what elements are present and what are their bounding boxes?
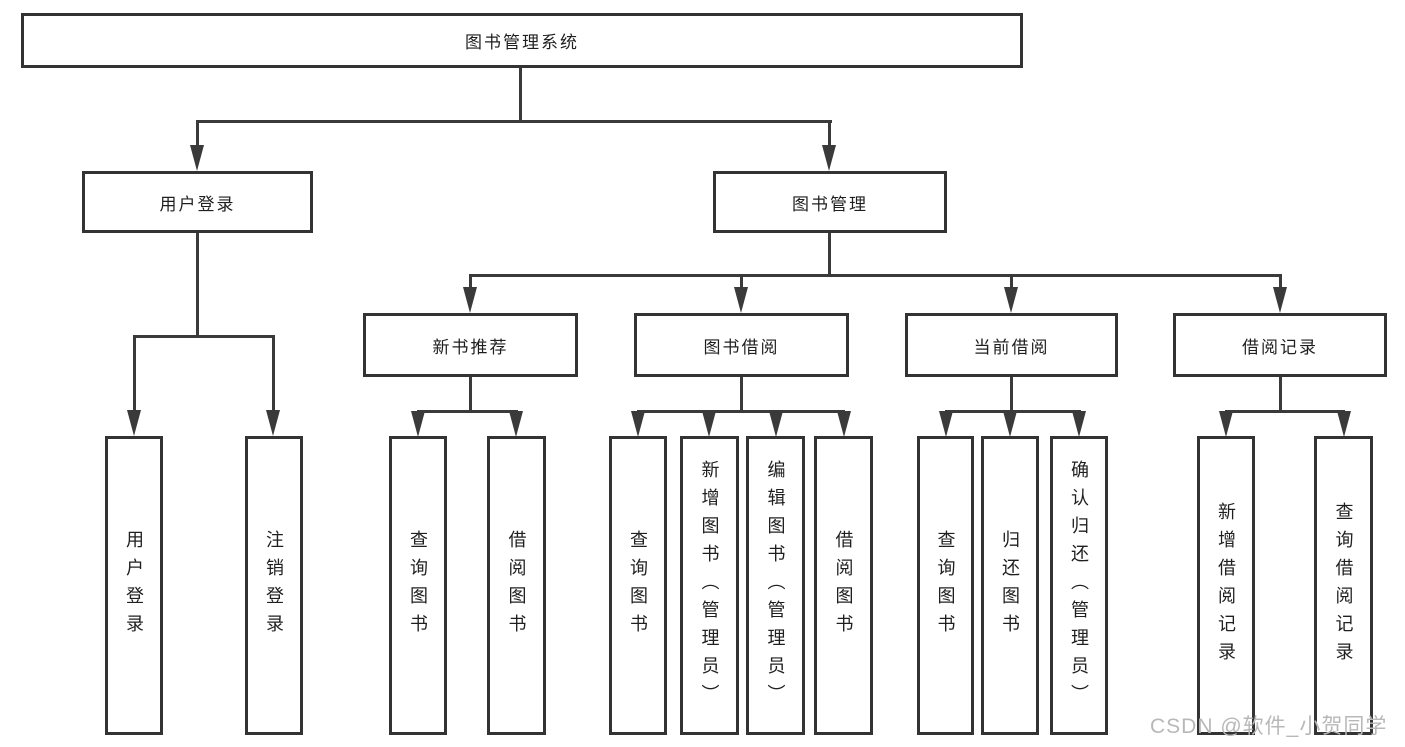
connector-level2-bus xyxy=(469,274,1281,277)
connector-root-stem xyxy=(519,68,522,122)
node-book-borrow-label: 图书借阅 xyxy=(703,337,780,357)
connector-drop xyxy=(272,335,275,413)
leaf-label: 编辑图书（管理员） xyxy=(765,459,786,712)
connector-book-mgmt-stem xyxy=(828,233,831,274)
connector-drop xyxy=(1279,274,1282,290)
arrowhead-icon xyxy=(463,287,477,313)
arrowhead-icon xyxy=(769,411,783,437)
node-current-borrow-label: 当前借阅 xyxy=(973,337,1050,357)
connector-user-login-bus xyxy=(133,335,275,338)
arrowhead-icon xyxy=(631,411,645,437)
arrowhead-icon xyxy=(734,287,748,313)
node-current-borrow: 当前借阅 xyxy=(905,313,1118,377)
node-user-login-label: 用户登录 xyxy=(159,194,236,214)
arrowhead-icon xyxy=(411,411,425,437)
arrowhead-icon xyxy=(702,411,716,437)
leaf-label: 查询借阅记录 xyxy=(1333,501,1354,670)
connector-level1-bus xyxy=(196,120,832,123)
node-borrow-records-label: 借阅记录 xyxy=(1242,337,1318,357)
arrowhead-icon xyxy=(1219,411,1233,437)
arrowhead-icon xyxy=(1273,287,1287,313)
connector-drop xyxy=(740,274,743,290)
leaf-label: 新增借阅记录 xyxy=(1216,501,1236,670)
leaf-user-login: 用户登录 xyxy=(105,436,163,735)
leaf-borrow-books-new: 借阅图书 xyxy=(487,436,546,735)
leaf-edit-books-admin: 编辑图书（管理员） xyxy=(746,436,805,735)
connector-borrow-records-stem xyxy=(1279,377,1282,412)
connector-drop xyxy=(133,335,136,413)
arrowhead-icon xyxy=(939,411,953,437)
connector-current-borrow-stem xyxy=(1010,377,1013,412)
arrowhead-icon xyxy=(1003,411,1017,437)
node-book-management: 图书管理 xyxy=(713,171,947,233)
connector-new-books-bus xyxy=(417,410,518,413)
arrowhead-icon xyxy=(837,411,851,437)
leaf-query-books-new: 查询图书 xyxy=(389,436,447,735)
leaf-return-books: 归还图书 xyxy=(981,436,1039,735)
connector-book-borrow-stem xyxy=(740,377,743,412)
connector-new-books-stem xyxy=(469,377,472,412)
leaf-label: 注销登录 xyxy=(264,529,284,642)
leaf-label: 查询图书 xyxy=(935,529,956,642)
arrowhead-icon xyxy=(1004,287,1018,313)
leaf-label: 新增图书（管理员） xyxy=(699,459,720,712)
connector-drop xyxy=(828,120,831,148)
connector-book-borrow-bus xyxy=(637,410,845,413)
node-borrow-records: 借阅记录 xyxy=(1173,313,1387,377)
node-new-books-label: 新书推荐 xyxy=(432,337,509,357)
leaf-add-borrow-record: 新增借阅记录 xyxy=(1197,436,1255,735)
csdn-watermark: CSDN @软件_小贺同学 xyxy=(1150,715,1388,738)
leaf-borrow-books: 借阅图书 xyxy=(814,436,873,735)
leaf-add-books-admin: 新增图书（管理员） xyxy=(680,436,739,735)
arrowhead-icon xyxy=(822,145,836,171)
arrowhead-icon xyxy=(509,411,523,437)
connector-drop xyxy=(196,120,199,148)
arrowhead-icon xyxy=(127,410,141,436)
connector-drop xyxy=(1010,274,1013,290)
node-user-login: 用户登录 xyxy=(82,171,313,233)
leaf-query-books-borrow: 查询图书 xyxy=(609,436,667,735)
leaf-label: 查询图书 xyxy=(408,529,428,642)
leaf-confirm-return-admin: 确认归还（管理员） xyxy=(1050,436,1108,735)
leaf-label: 确认归还（管理员） xyxy=(1069,459,1089,712)
leaf-label: 查询图书 xyxy=(628,529,648,642)
leaf-label: 归还图书 xyxy=(1000,529,1020,642)
arrowhead-icon xyxy=(190,145,204,171)
leaf-label: 借阅图书 xyxy=(833,529,854,642)
node-book-borrow: 图书借阅 xyxy=(634,313,849,377)
node-book-management-label: 图书管理 xyxy=(792,194,868,214)
node-root: 图书管理系统 xyxy=(21,13,1023,68)
connector-drop xyxy=(469,274,472,290)
node-new-books: 新书推荐 xyxy=(363,313,578,377)
node-root-label: 图书管理系统 xyxy=(465,33,579,52)
arrowhead-icon xyxy=(266,410,280,436)
connector-borrow-records-bus xyxy=(1225,410,1345,413)
leaf-query-borrow-record: 查询借阅记录 xyxy=(1314,436,1373,735)
arrowhead-icon xyxy=(1337,411,1351,437)
arrowhead-icon xyxy=(1072,411,1086,437)
leaf-label: 用户登录 xyxy=(124,529,144,642)
leaf-label: 借阅图书 xyxy=(506,529,527,642)
leaf-logout: 注销登录 xyxy=(245,436,303,735)
connector-user-login-stem xyxy=(196,233,199,335)
leaf-query-books-current: 查询图书 xyxy=(917,436,974,735)
